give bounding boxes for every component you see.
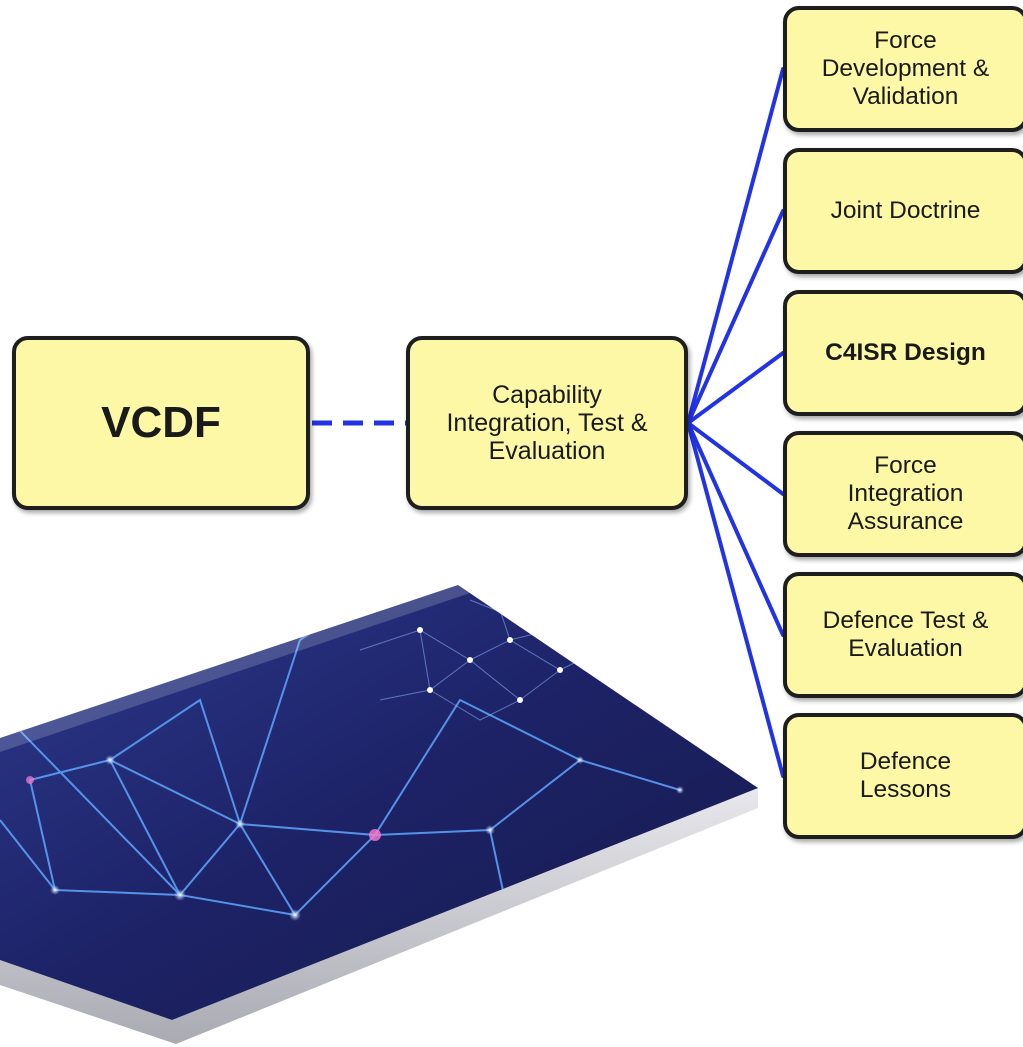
connector-force-development — [686, 67, 785, 425]
connector-c4isr-design — [686, 351, 785, 425]
force-development-label: Force Development & Validation — [821, 27, 990, 110]
force-integration-assurance-label: Force Integration Assurance — [847, 452, 964, 535]
connector-force-integration — [686, 421, 785, 496]
c4isr-design-label: C4ISR Design — [825, 339, 986, 366]
joint-doctrine-label: Joint Doctrine — [830, 197, 981, 224]
force-integration-assurance-box: Force Integration Assurance — [783, 431, 1023, 557]
defence-lessons-box: Defence Lessons — [783, 713, 1023, 839]
force-development-box: Force Development & Validation — [783, 6, 1023, 132]
defence-test-evaluation-box: Defence Test & Evaluation — [783, 572, 1023, 698]
joint-doctrine-box: Joint Doctrine — [783, 148, 1023, 274]
connector-defence-lessons — [686, 421, 785, 778]
vcdf-label: VCDF — [101, 398, 221, 447]
connector-defence-test — [686, 421, 785, 637]
capability-integration-box: Capability Integration, Test & Evaluatio… — [406, 336, 688, 510]
connector-joint-doctrine — [686, 209, 785, 425]
defence-lessons-label: Defence Lessons — [859, 748, 952, 803]
defence-test-evaluation-label: Defence Test & Evaluation — [822, 607, 989, 662]
capability-integration-label: Capability Integration, Test & Evaluatio… — [446, 381, 648, 465]
c4isr-design-box: C4ISR Design — [783, 290, 1023, 416]
vcdf-box: VCDF — [12, 336, 310, 510]
